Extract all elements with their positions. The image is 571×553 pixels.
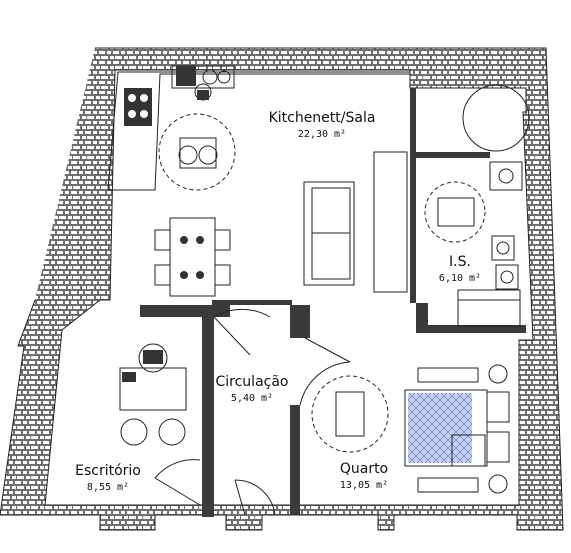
dining-table (154, 217, 231, 297)
exterior-wall (0, 47, 564, 531)
interior-walls (140, 88, 526, 517)
kitchen-area: 22,30 m² (298, 129, 346, 140)
office-area: 8,55 m² (87, 482, 129, 493)
wheelchair-circle-kitchen (158, 113, 236, 191)
wheelchair-circle-bedroom (311, 375, 389, 453)
circulation-name: Circulação (216, 374, 289, 390)
tv-unit (373, 151, 408, 293)
bedroom-name: Quarto (340, 461, 388, 477)
bedroom-area: 13,05 m² (340, 480, 388, 491)
doors (154, 308, 351, 516)
bathroom-fixtures (424, 84, 530, 327)
office-desk (119, 343, 187, 446)
bed-cover (408, 393, 472, 463)
sofa (303, 181, 355, 286)
kitchen-counter (107, 65, 411, 191)
bath-area: 6,10 m² (439, 273, 481, 284)
circulation-area: 5,40 m² (231, 393, 273, 404)
bath-name: I.S. (449, 254, 471, 270)
bed (404, 364, 510, 494)
office-name: Escritório (75, 463, 141, 479)
kitchen-name: Kitchenett/Sala (269, 110, 376, 126)
